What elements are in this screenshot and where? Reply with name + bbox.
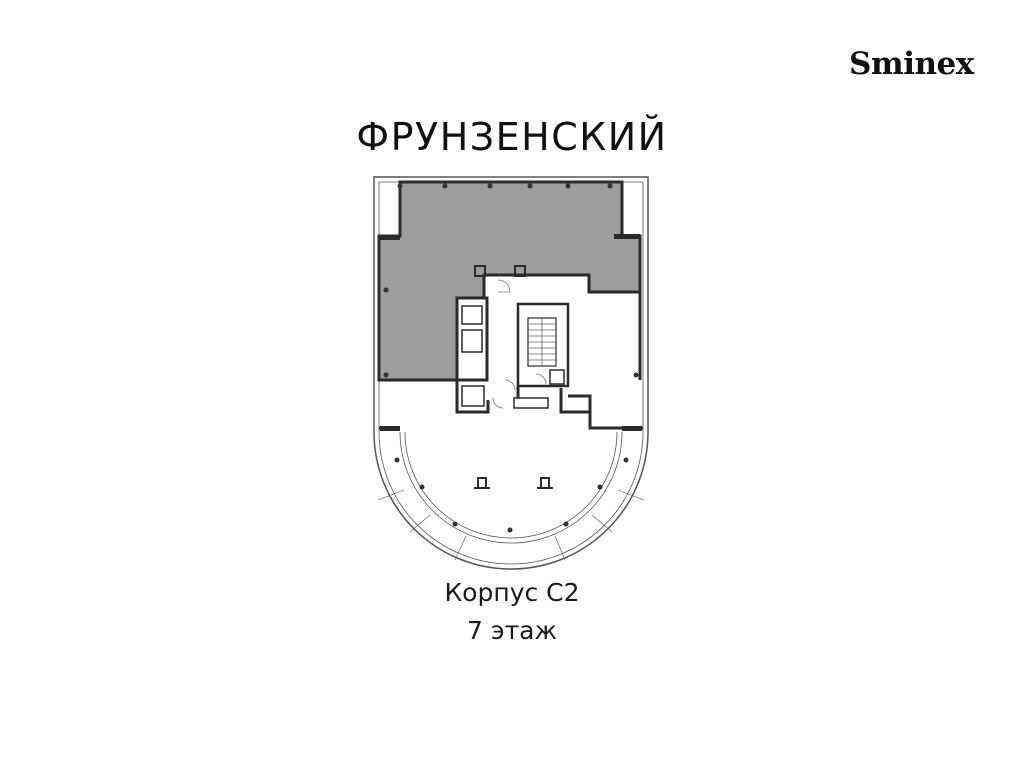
floor-label: 7 этаж xyxy=(467,616,557,645)
doors xyxy=(492,279,547,409)
building-outline xyxy=(373,176,649,570)
staircase xyxy=(528,318,556,366)
building-label: Корпус С2 xyxy=(444,578,580,607)
brand-logo: Sminex xyxy=(849,46,974,82)
facade-dots xyxy=(383,183,639,533)
project-title: ФРУНЗЕНСКИЙ xyxy=(356,115,668,159)
columns xyxy=(378,234,642,489)
highlighted-unit[interactable] xyxy=(377,180,642,382)
